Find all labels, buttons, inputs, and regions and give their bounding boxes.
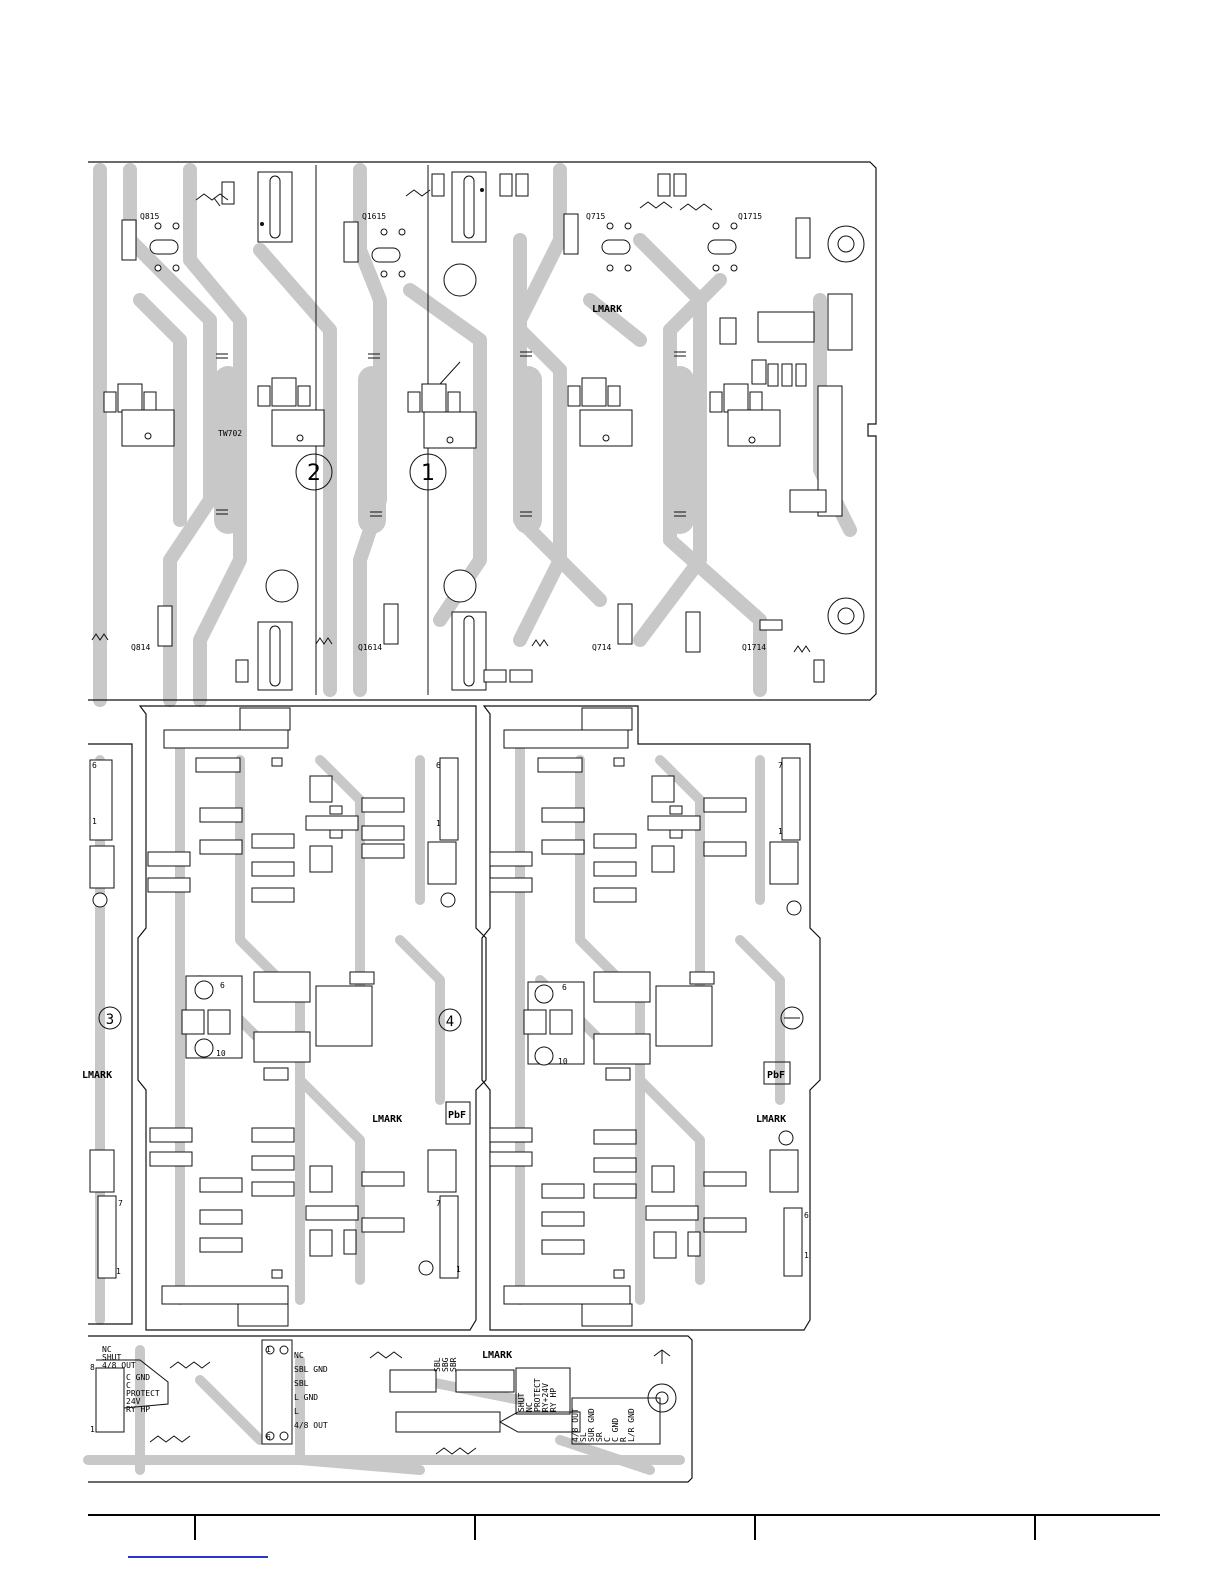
- conn-label: RY HP: [549, 1388, 558, 1412]
- lmark-label: LMARK: [82, 1070, 112, 1081]
- footer-ruler: [88, 1514, 1160, 1516]
- conn-label: SBR: [449, 1357, 458, 1372]
- conn-label: 4/8 OUT: [102, 1361, 136, 1370]
- pin-number: 1: [436, 819, 441, 828]
- circle-number: 4: [446, 1014, 454, 1030]
- transistor-label: Q814: [131, 643, 150, 652]
- numbered-circle-minus: [781, 1007, 803, 1029]
- conn-label: 4/8 OUT: [294, 1421, 328, 1430]
- right-block2-labels: 4/8 OUT SL SUR GND SR C C GND R L/R GND: [571, 1408, 636, 1442]
- pin-number: 1: [92, 817, 97, 826]
- footer-link-underline[interactable]: [128, 1556, 268, 1558]
- pin-number: 6: [220, 981, 225, 990]
- pbf-label: PbF: [767, 1070, 785, 1081]
- right-block-labels: SHUT NC PROTECT RY+24V RY HP: [517, 1378, 558, 1412]
- middle-board-left: 3 4 LMARK LMARK PbF 6 1 6 1 7 1 7 1 6 10: [82, 706, 486, 1330]
- mid-left-components: [90, 708, 458, 1326]
- jumper-label: TW702: [218, 429, 242, 438]
- conn-label: SBL: [294, 1379, 309, 1388]
- pin-number: 6: [562, 983, 567, 992]
- transistor-label: Q815: [140, 212, 159, 221]
- ruler-tick: [194, 1516, 196, 1540]
- pin-number: 7: [778, 761, 783, 770]
- transistor-label: Q714: [592, 643, 611, 652]
- sb-labels: SBL SBG SBR: [433, 1357, 458, 1372]
- pin-number: 1: [266, 1345, 271, 1354]
- pin-number: 6: [266, 1433, 271, 1442]
- pin-number: 6: [92, 761, 97, 770]
- lmark-label: LMARK: [482, 1350, 512, 1361]
- circle-number: 3: [106, 1012, 114, 1028]
- conn-label: NC: [294, 1351, 304, 1360]
- transistor-label: Q1715: [738, 212, 762, 221]
- pin-number: 7: [118, 1199, 123, 1208]
- lmark-label: LMARK: [592, 304, 622, 315]
- transistor-label: Q1614: [358, 643, 382, 652]
- middle-board-right: LMARK PbF 7 1 6 1 6 10: [482, 706, 820, 1330]
- pbf-badge: PbF: [446, 1102, 470, 1124]
- pin-number: 6: [804, 1211, 809, 1220]
- pin-number: 1: [456, 1265, 461, 1274]
- conn-label: L/R GND: [627, 1408, 636, 1442]
- circle-number: 1: [421, 461, 435, 486]
- circle-number: 2: [307, 461, 321, 486]
- lmark-label: LMARK: [756, 1114, 786, 1125]
- ruler-tick: [1034, 1516, 1036, 1540]
- transistor-label: Q715: [586, 212, 605, 221]
- conn-label: L GND: [294, 1393, 318, 1402]
- pin-number: 6: [436, 761, 441, 770]
- pin-number: 1: [804, 1251, 809, 1260]
- conn-label: SBL GND: [294, 1365, 328, 1374]
- pin-number: 10: [558, 1057, 568, 1066]
- pin-number: 8: [90, 1363, 95, 1372]
- connector-board: NC SHUT 4/8 OUT C GND C PROTECT 24V RY H…: [88, 1336, 692, 1482]
- pbf-label: PbF: [448, 1110, 466, 1121]
- transistor-label: Q1615: [362, 212, 386, 221]
- conn-label: L: [294, 1407, 299, 1416]
- conn-label: RY HP: [126, 1405, 150, 1414]
- transistor-label: Q1714: [742, 643, 766, 652]
- ruler-tick: [474, 1516, 476, 1540]
- lmark-label: LMARK: [372, 1114, 402, 1125]
- pin-number: 1: [116, 1267, 121, 1276]
- pin-number: 1: [90, 1425, 95, 1434]
- pin-number: 7: [436, 1199, 441, 1208]
- ruler-tick: [754, 1516, 756, 1540]
- pin-number: 1: [778, 827, 783, 836]
- upper-board: 2 1 Q815 Q1615 Q715 Q1715 Q814 Q1614 Q71…: [88, 162, 876, 700]
- pin-number: 10: [216, 1049, 226, 1058]
